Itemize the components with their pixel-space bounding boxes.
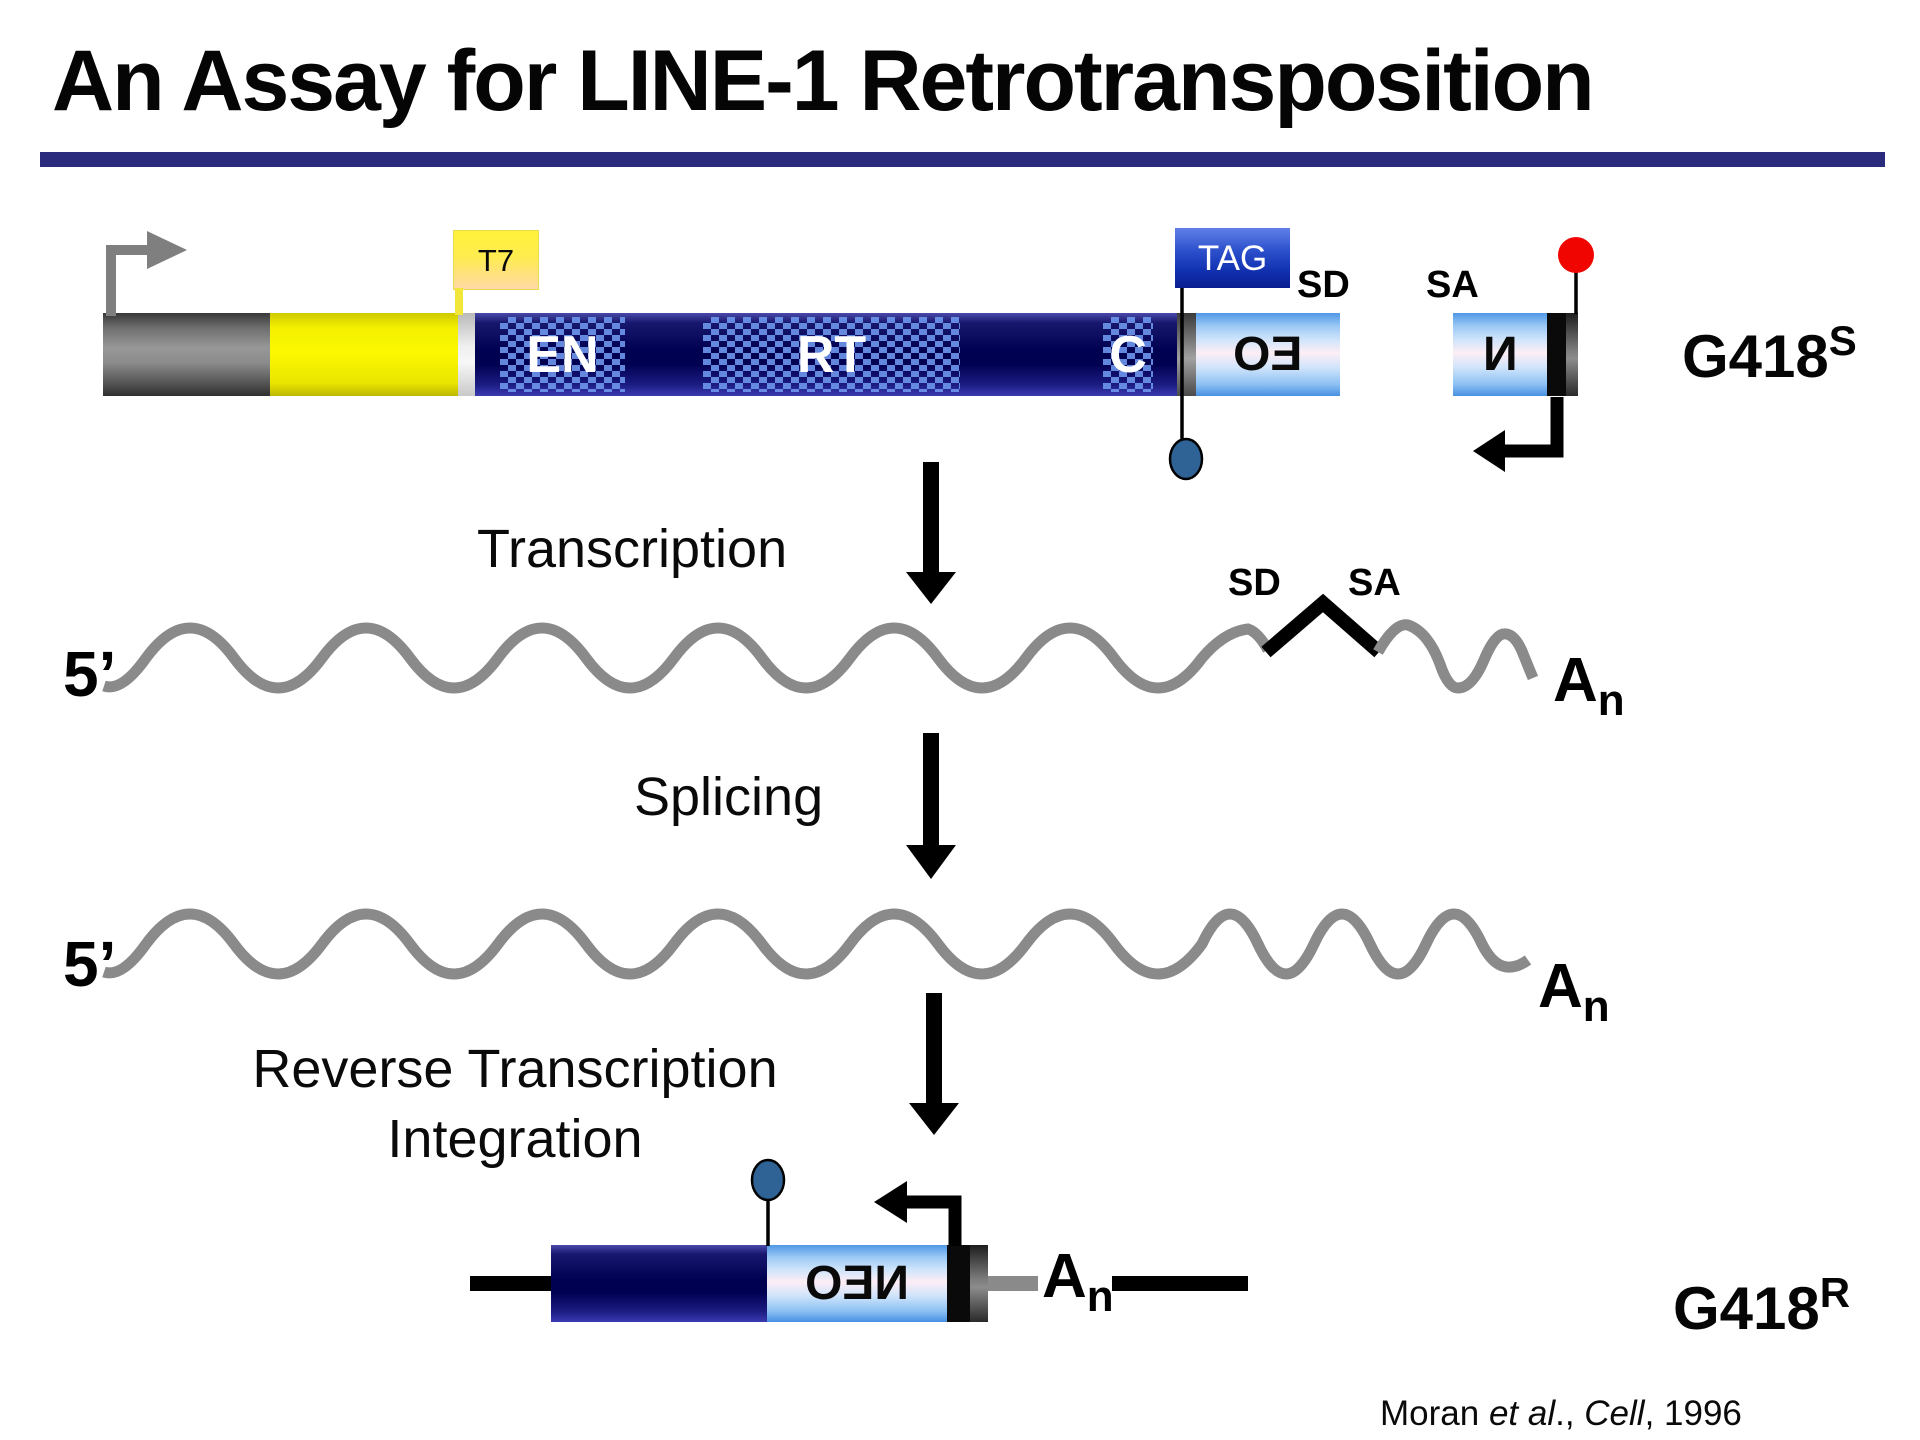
- rna1-sd-label: SD: [1228, 562, 1281, 604]
- transcription-arrow-shaft: [923, 462, 939, 572]
- g418r-superscript: R: [1819, 1269, 1851, 1316]
- integrated-polyA-label: An: [1042, 1242, 1114, 1321]
- rna2-polyA-label: An: [1538, 952, 1610, 1031]
- c-domain-pattern: [1103, 317, 1153, 392]
- construct-sd-label: SD: [1297, 264, 1350, 306]
- en-domain-pattern: [500, 317, 625, 392]
- integration-arrowhead-icon: [909, 1103, 959, 1135]
- rna1-five-prime-label: 5’: [63, 638, 117, 710]
- integrated-antisense-arrowhead-icon: [874, 1181, 907, 1223]
- rna2-five-prime-label: 5’: [63, 928, 117, 1000]
- terminator-gray: [1566, 313, 1578, 396]
- flank-segment: [103, 313, 270, 396]
- integrated-terminator-black: [947, 1245, 970, 1322]
- en-domain-label: EN: [526, 325, 599, 384]
- t7-label: T7: [477, 242, 515, 278]
- rna1-wave-tail: [1373, 619, 1539, 694]
- blue-lollipop-icon: [1168, 437, 1204, 481]
- antisense-arrowhead-icon: [1473, 430, 1505, 472]
- promoter-arrowhead-icon: [147, 231, 187, 269]
- rna1-sa-label: SA: [1348, 562, 1401, 604]
- transcription-arrowhead-icon: [906, 572, 956, 604]
- step-integration-label: Integration: [387, 1109, 643, 1169]
- g418s-superscript: S: [1828, 317, 1857, 364]
- g418r-label: G418R: [1673, 1269, 1851, 1342]
- rna1-polyA-label: An: [1553, 646, 1625, 725]
- rt-domain-pattern: [703, 317, 960, 392]
- integrated-antisense-arrow: [907, 1195, 962, 1246]
- tag-label: TAG: [1197, 238, 1268, 278]
- rt-domain-label: RT: [796, 325, 867, 384]
- neo-exon2-box: [1453, 313, 1547, 396]
- splicing-arrowhead-icon: [906, 845, 956, 879]
- slide-title: An Assay for LINE-1 Retrotransposition: [52, 33, 1595, 129]
- genome-line-gray: [988, 1276, 1038, 1291]
- rna2-wave: [102, 908, 1532, 980]
- step-transcription-label: Transcription: [477, 519, 788, 579]
- integrated-terminator-gray: [970, 1245, 988, 1322]
- rna1-wave: [102, 622, 1273, 694]
- integration-arrow-shaft: [926, 993, 942, 1103]
- rna1-intron-zigzag: [1261, 593, 1384, 658]
- spacer-segment: [458, 313, 475, 396]
- construct-sa-label: SA: [1426, 264, 1479, 306]
- tag-stop-flag: TAG: [1175, 228, 1290, 288]
- title-underline: [40, 152, 1885, 167]
- terminator-black: [1547, 313, 1566, 396]
- genome-line-right: [1112, 1276, 1248, 1291]
- rna2-polyA-subscript: n: [1582, 982, 1610, 1031]
- citation-journal: Cell: [1584, 1394, 1645, 1433]
- c-domain-label: C: [1109, 325, 1147, 384]
- t7-flag-stem: [455, 288, 463, 315]
- integrated-neo-box: [767, 1245, 947, 1322]
- citation: Moran et al., Cell, 1996: [1380, 1394, 1742, 1433]
- integrated-polyA-subscript: n: [1086, 1272, 1114, 1321]
- g418s-label: G418S: [1682, 317, 1857, 390]
- integrated-blue-lollipop-icon: [750, 1158, 786, 1202]
- antisense-promoter-arrow: [1505, 397, 1564, 458]
- step-rt-label: Reverse Transcription: [252, 1039, 778, 1099]
- t7-promoter-flag: T7: [453, 230, 539, 290]
- neo-exon1-box: [1196, 313, 1340, 396]
- polyA-red-dot-icon: [1558, 237, 1594, 273]
- genome-line-left: [470, 1276, 551, 1291]
- promoter-arrow: [106, 245, 147, 316]
- integrated-line1-segment: [551, 1245, 767, 1322]
- citation-etal: et al: [1488, 1394, 1556, 1433]
- utr5-segment: [270, 313, 458, 396]
- rna1-polyA-subscript: n: [1597, 676, 1625, 725]
- splicing-arrow-shaft: [923, 733, 939, 845]
- step-splicing-label: Splicing: [634, 767, 824, 827]
